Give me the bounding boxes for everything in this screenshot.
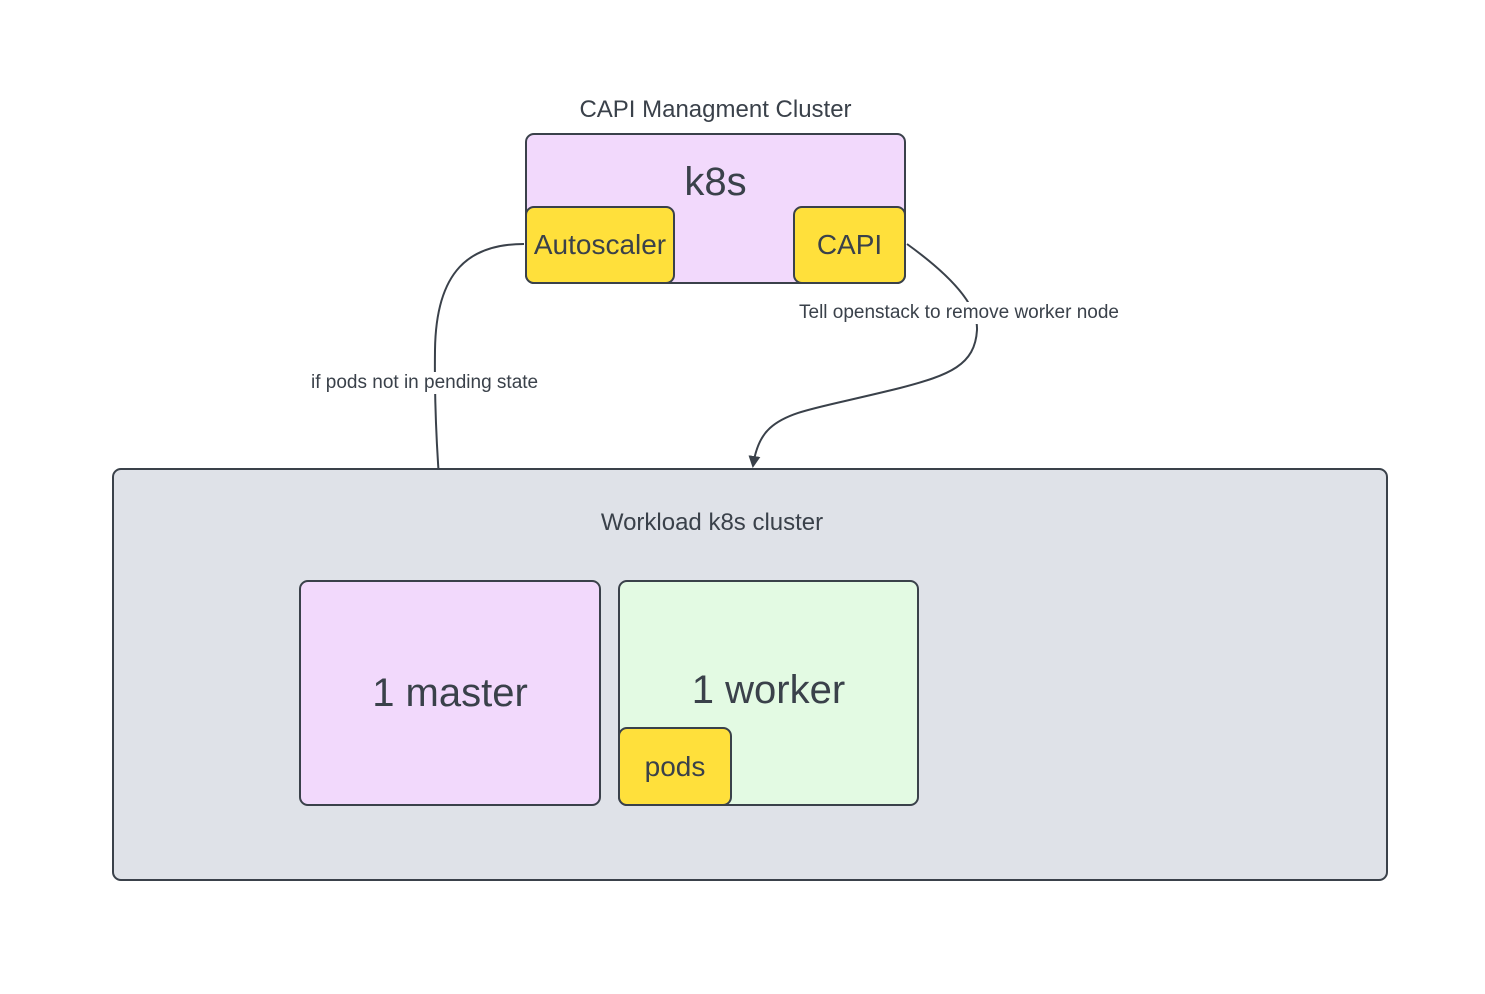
k8s-label: k8s (684, 159, 747, 204)
workload-cluster-title: Workload k8s cluster (600, 509, 824, 536)
master-label: 1 master (372, 670, 528, 715)
pods-node[interactable]: pods (618, 727, 732, 806)
worker-label: 1 worker (691, 667, 846, 712)
management-cluster-title: CAPI Managment Cluster (579, 96, 852, 123)
capi-node[interactable]: CAPI (793, 206, 906, 284)
master-node[interactable]: 1 master (299, 580, 601, 806)
autoscaler-label: Autoscaler (533, 229, 667, 260)
capi-label: CAPI (816, 229, 883, 260)
edge-label-capi-to-workload: Tell openstack to remove worker node (799, 302, 1119, 324)
pods-label: pods (644, 750, 706, 782)
autoscaler-node[interactable]: Autoscaler (525, 206, 675, 284)
edge-label-autoscaler-to-master: if pods not in pending state (311, 372, 539, 394)
